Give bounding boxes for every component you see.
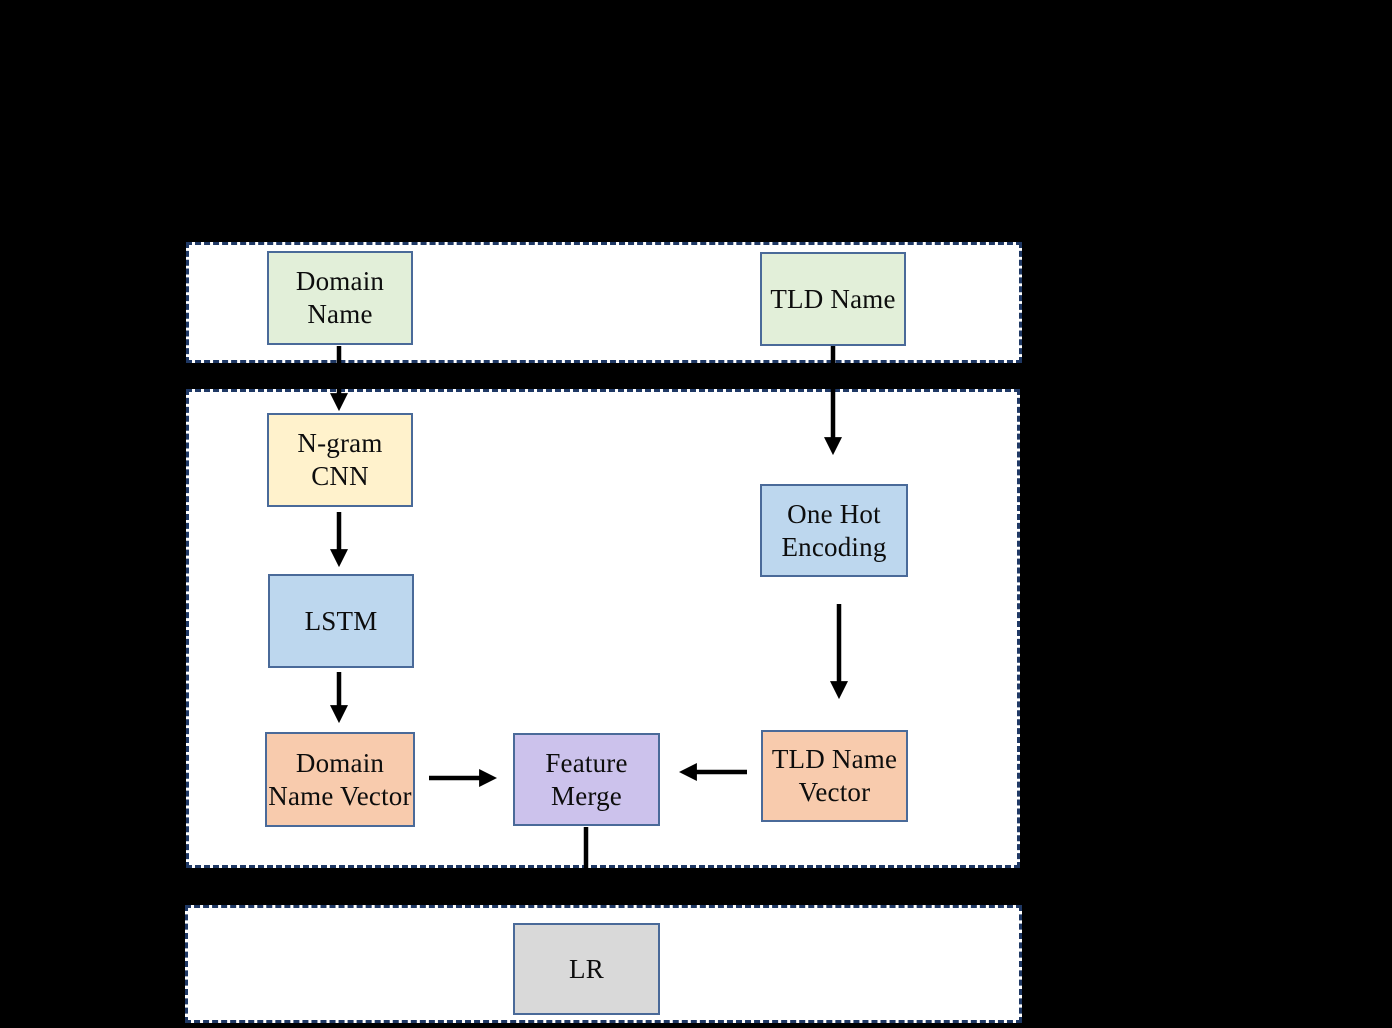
node-domain-name-vector: Domain Name Vector [265,732,415,827]
node-label-tld-name-vector: TLD Name Vector [771,744,898,807]
node-label-lr: LR [569,953,604,984]
node-lr: LR [513,923,660,1015]
node-lstm: LSTM [268,574,414,668]
node-ngram-cnn: N-gram CNN [267,413,413,507]
node-one-hot-encoding: One Hot Encoding [760,484,908,577]
node-tld-name-vector: TLD Name Vector [761,730,908,822]
node-label-feature-merge: Feature Merge [545,747,628,811]
node-label-ngram-cnn: N-gram CNN [297,428,383,491]
node-tld-name: TLD Name [760,252,906,346]
node-label-domain-name-vector: Domain Name Vector [268,747,412,811]
node-label-domain-name: Domain Name [295,266,385,329]
node-label-one-hot-encoding: One Hot Encoding [781,498,887,562]
node-label-lstm: LSTM [304,605,378,636]
node-domain-name: Domain Name [267,251,413,345]
node-label-tld-name: TLD Name [770,283,896,314]
node-feature-merge: Feature Merge [513,733,660,826]
